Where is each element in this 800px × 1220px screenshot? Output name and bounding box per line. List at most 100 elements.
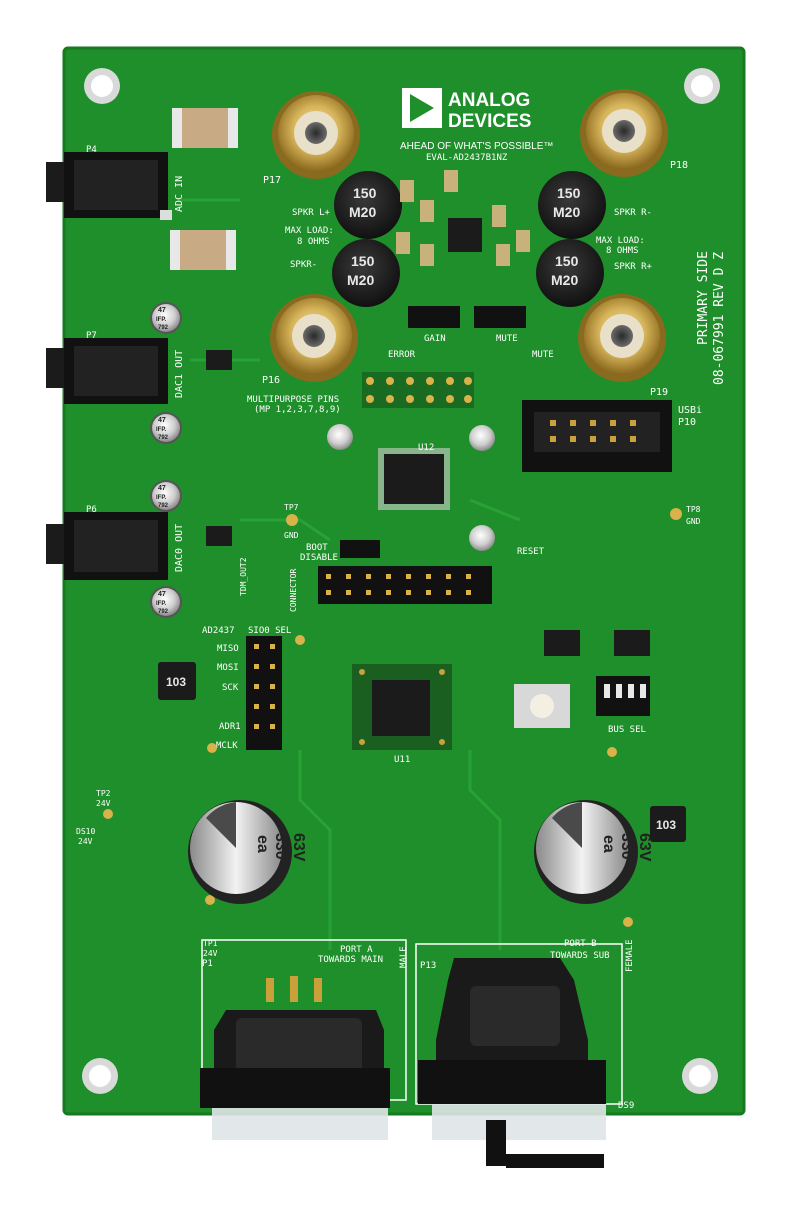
header-p2[interactable] bbox=[318, 566, 492, 604]
u12-label: U12 bbox=[418, 443, 434, 453]
tdm-out2-label: TDM_OUT2 bbox=[239, 557, 248, 596]
dac1-out-label: DAC1 OUT bbox=[174, 350, 185, 398]
svg-text:150: 150 bbox=[351, 253, 375, 269]
inductor-l10: 150 M20 bbox=[536, 239, 604, 307]
ds9-label: DS9 bbox=[618, 1101, 634, 1111]
svg-text:47: 47 bbox=[158, 485, 166, 492]
max-load-left-2: 8 OHMS bbox=[297, 237, 330, 247]
svg-text:330: 330 bbox=[618, 833, 635, 860]
svg-text:IFP.: IFP. bbox=[156, 317, 167, 323]
jumper-p9-boot-disable[interactable] bbox=[340, 540, 380, 558]
p1-label: P1 bbox=[202, 959, 213, 969]
svg-text:792: 792 bbox=[158, 325, 169, 331]
ceramic-cap-c49 bbox=[172, 108, 238, 148]
dac0-out-label: DAC0 OUT bbox=[174, 524, 185, 572]
ic-u7 bbox=[206, 526, 232, 546]
audio-jack-p6 bbox=[46, 512, 168, 580]
inductor-l9: 150 M20 bbox=[538, 171, 606, 239]
usbi-connector[interactable] bbox=[522, 400, 672, 472]
sck-label: SCK bbox=[222, 683, 239, 693]
miso-label: MISO bbox=[217, 644, 239, 654]
p19-label: P19 bbox=[650, 387, 668, 398]
p13-label: P13 bbox=[420, 961, 436, 971]
processor-u12 bbox=[378, 448, 450, 510]
male-label: MALE bbox=[399, 946, 409, 968]
binding-post-p17 bbox=[272, 91, 360, 179]
max-load-right-2: 8 OHMS bbox=[606, 246, 639, 256]
ds10-label: DS10 bbox=[76, 827, 95, 836]
svg-text:103: 103 bbox=[166, 675, 186, 689]
multipurpose-label-2: (MP 1,2,3,7,8,9) bbox=[254, 405, 341, 415]
test-points bbox=[103, 508, 682, 927]
adc-in-label: ADC IN bbox=[174, 176, 185, 212]
svg-text:IFP.: IFP. bbox=[156, 601, 167, 607]
brand-line2: DEVICES bbox=[448, 111, 531, 132]
header-p15[interactable] bbox=[246, 636, 282, 750]
p6-label: P6 bbox=[86, 505, 97, 515]
port-a-connector[interactable] bbox=[200, 976, 390, 1140]
side-line1: PRIMARY SIDE bbox=[696, 251, 711, 345]
audio-jack-p7 bbox=[46, 338, 168, 404]
svg-text:792: 792 bbox=[158, 609, 169, 615]
svg-text:M20: M20 bbox=[551, 272, 578, 288]
svg-text:150: 150 bbox=[555, 253, 579, 269]
usbi-label: USBi bbox=[678, 405, 702, 416]
tagline: AHEAD OF WHAT'S POSSIBLE™ bbox=[400, 141, 553, 152]
spkr-r-plus-label: SPKR R+ bbox=[614, 262, 653, 272]
multipurpose-header bbox=[362, 372, 474, 408]
svg-text:47: 47 bbox=[158, 417, 166, 424]
gnd-tp8-label: GND bbox=[686, 517, 701, 526]
svg-text:103: 103 bbox=[656, 818, 676, 832]
port-a-line2: TOWARDS MAIN bbox=[318, 955, 383, 965]
spkr-l-plus-label: SPKR L+ bbox=[292, 208, 331, 218]
ic-u14 bbox=[544, 630, 580, 656]
ic-u9 bbox=[206, 350, 232, 370]
jumper-gain[interactable] bbox=[408, 306, 460, 328]
error-label: ERROR bbox=[388, 350, 416, 360]
reset-label: RESET bbox=[517, 547, 545, 557]
bus-sel-label: BUS SEL bbox=[608, 725, 646, 735]
port-b-line2: TOWARDS SUB bbox=[550, 951, 610, 961]
ad2437-label: AD2437 bbox=[202, 626, 235, 636]
spkr-r-minus-label: SPKR R- bbox=[614, 208, 652, 218]
port-b-line1: PORT B bbox=[564, 939, 597, 949]
tp8-label: TP8 bbox=[686, 505, 701, 514]
mosi-label: MOSI bbox=[217, 663, 239, 673]
reset-button-s2[interactable] bbox=[514, 684, 570, 728]
boot-label: BOOT bbox=[306, 543, 328, 553]
electrolytic-caps-small: 47 IFP. 792 47 IFP. 792 47 IFP. 792 47 I… bbox=[150, 302, 495, 618]
mute-led-label: MUTE bbox=[532, 350, 554, 360]
amp-chip-u16 bbox=[448, 218, 482, 252]
side-line2: 08-067991 REV D Z bbox=[712, 252, 727, 385]
adr1-label: ADR1 bbox=[219, 722, 241, 732]
tp1-label: TP1 bbox=[203, 939, 218, 948]
svg-text:ea: ea bbox=[600, 835, 617, 853]
svg-text:150: 150 bbox=[353, 185, 377, 201]
inductor-l6: 150 M20 bbox=[334, 171, 402, 239]
analog-devices-logo: ANALOG DEVICES bbox=[402, 88, 531, 132]
connector-label: CONNECTOR bbox=[289, 568, 298, 612]
jumper-mute[interactable] bbox=[474, 306, 526, 328]
spkr-minus-label: SPKR- bbox=[290, 260, 317, 270]
mclk-label: MCLK bbox=[216, 741, 238, 751]
binding-post-p18 bbox=[580, 89, 668, 177]
svg-text:47: 47 bbox=[158, 307, 166, 314]
svg-text:792: 792 bbox=[158, 435, 169, 441]
p10-label: P10 bbox=[678, 417, 696, 428]
tp2-label: TP2 bbox=[96, 789, 111, 798]
port-b-connector[interactable] bbox=[418, 958, 606, 1168]
brand-line1: ANALOG bbox=[448, 90, 530, 111]
svg-text:150: 150 bbox=[557, 185, 581, 201]
dip-switch[interactable] bbox=[596, 676, 650, 716]
svg-text:ea: ea bbox=[254, 835, 271, 853]
svg-text:M20: M20 bbox=[349, 204, 376, 220]
svg-text:63V: 63V bbox=[290, 833, 307, 862]
svg-text:63V: 63V bbox=[636, 833, 653, 862]
pcb-traces bbox=[180, 198, 521, 950]
transceiver-u11 bbox=[352, 664, 452, 750]
binding-post-p16 bbox=[270, 294, 358, 382]
p4-label: P4 bbox=[86, 145, 97, 155]
u11-label: U11 bbox=[394, 755, 410, 765]
p18-label: P18 bbox=[670, 160, 688, 171]
v24-tp2-label: 24V bbox=[96, 799, 111, 808]
